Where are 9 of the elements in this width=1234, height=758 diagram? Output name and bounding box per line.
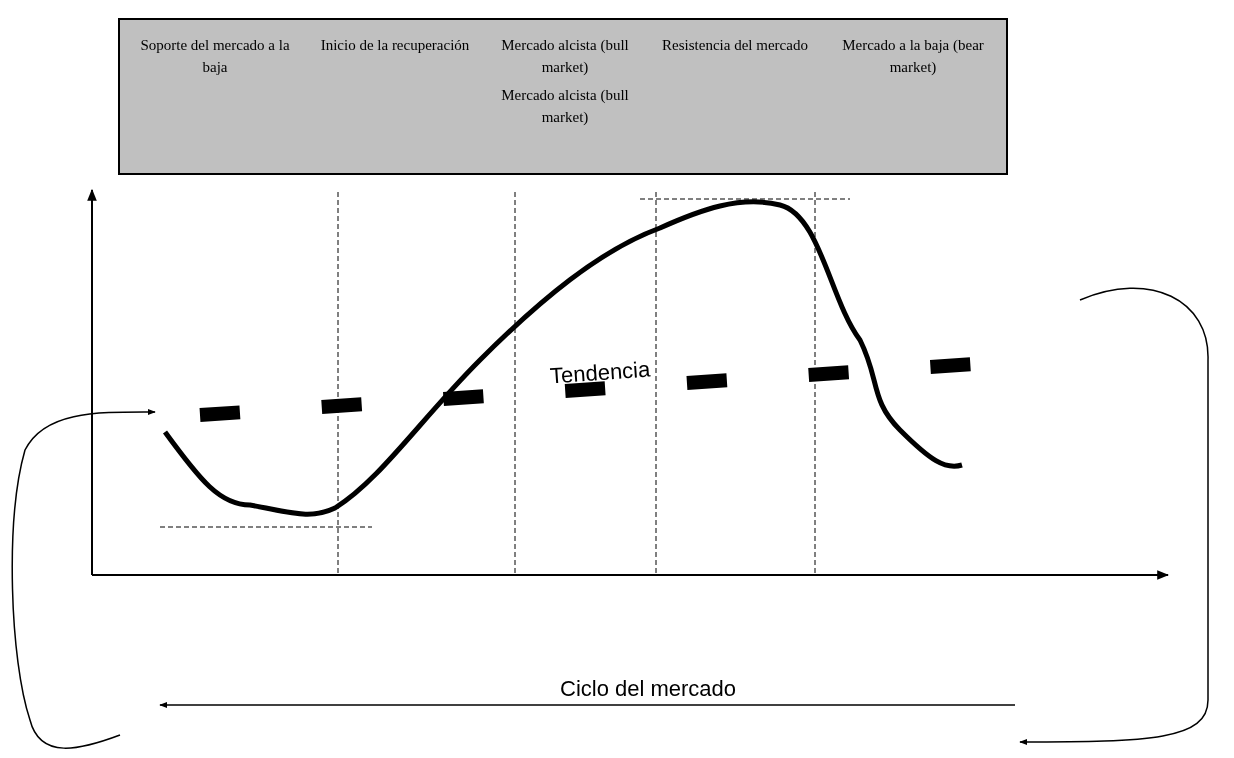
- cycle-label: Ciclo del mercado: [560, 676, 737, 702]
- column-heading: Mercado alcista (bull market): [500, 36, 630, 77]
- trend-label: Tendencia: [549, 356, 652, 390]
- column-heading: Mercado alcista (bull market): [500, 86, 630, 127]
- column-heading: Resistencia del mercado: [662, 36, 808, 55]
- column-heading: Soporte del mercado a la baja: [139, 36, 291, 77]
- column-heading: Mercado a la baja (bear market): [841, 36, 985, 77]
- header-panel: [118, 18, 1008, 175]
- column-heading: Inicio de la recuperación: [320, 36, 470, 55]
